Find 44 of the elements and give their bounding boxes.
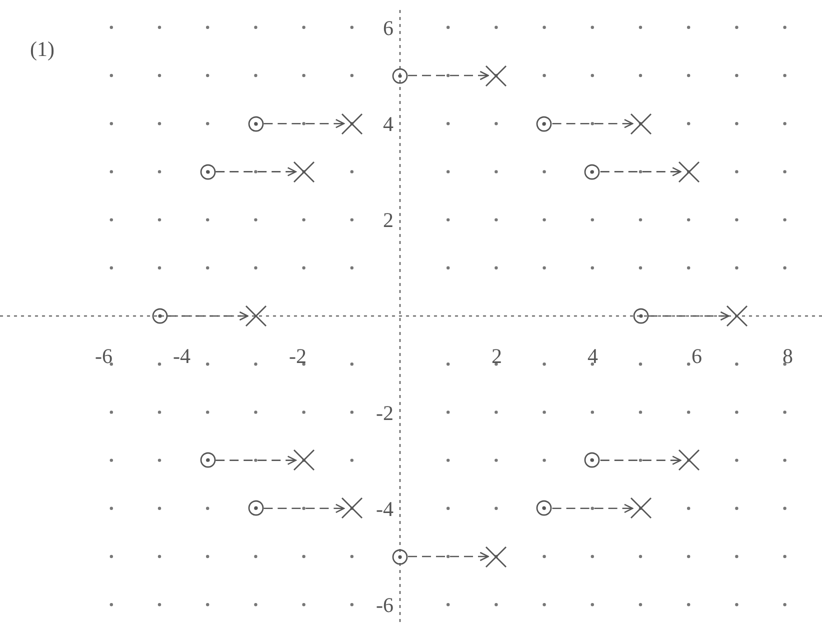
- cross-marker: [678, 449, 700, 472]
- arrow: [552, 118, 634, 128]
- arrow: [216, 167, 296, 176]
- cross-marker: [485, 546, 508, 568]
- cross-marker: [678, 160, 700, 183]
- arrow: [408, 552, 489, 562]
- circled-dot-marker: [200, 164, 216, 180]
- circled-dot-marker: [392, 548, 408, 564]
- circled-dot-marker: [584, 452, 600, 468]
- arrow: [408, 70, 489, 80]
- circled-dot-marker: [152, 308, 168, 324]
- arrow: [264, 504, 345, 514]
- circled-dot-marker: [248, 500, 264, 516]
- circled-dot-marker: [248, 116, 264, 132]
- tick-label: 4: [588, 345, 598, 367]
- circled-dot-marker: [536, 116, 552, 132]
- cross-marker: [630, 497, 652, 520]
- arrow: [216, 456, 296, 465]
- cross-marker: [340, 497, 363, 520]
- arrow: [600, 167, 682, 176]
- arrow: [552, 504, 634, 514]
- tick-label: 6: [692, 345, 702, 367]
- circled-dot-marker: [632, 308, 648, 324]
- arrow: [600, 456, 682, 465]
- cross-marker: [292, 449, 315, 472]
- tick-label: -2: [289, 345, 306, 367]
- circled-dot-marker: [200, 452, 216, 468]
- tick-label: 8: [782, 345, 793, 367]
- arrow: [264, 118, 345, 128]
- circled-dot-marker: [392, 68, 408, 84]
- circled-dot-marker: [584, 164, 600, 180]
- panel-number: (1): [30, 38, 54, 60]
- cross-marker: [340, 112, 363, 135]
- arrow: [168, 311, 248, 321]
- cross-marker: [630, 112, 652, 135]
- cross-marker: [485, 64, 508, 86]
- tick-label: 2: [492, 345, 502, 367]
- arrow: [648, 311, 730, 321]
- tick-label: -6: [95, 345, 112, 367]
- cross-marker: [244, 305, 267, 327]
- tick-label: -4: [173, 345, 190, 367]
- cross-marker: [726, 305, 748, 327]
- cross-marker: [292, 160, 315, 183]
- circled-dot-marker: [536, 500, 552, 516]
